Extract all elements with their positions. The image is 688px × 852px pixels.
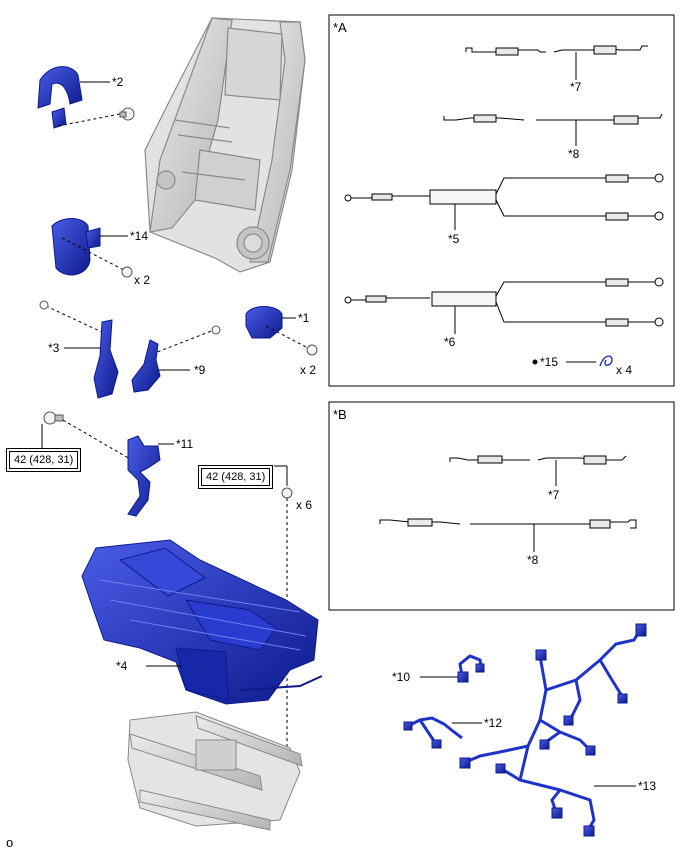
callout-8a: *8	[568, 147, 580, 161]
part-14	[51, 218, 133, 278]
callout-5: *5	[448, 232, 460, 246]
callout-10: *10	[392, 670, 411, 684]
figure-id: o	[6, 835, 14, 850]
qty-15: x 4	[616, 363, 633, 377]
panel-b-frame	[328, 401, 675, 611]
seatback-frame	[144, 17, 306, 273]
callout-13: *13	[638, 779, 657, 793]
cable-7b	[449, 455, 627, 486]
torque-spec-left-text: 42 (428, 31)	[9, 451, 79, 469]
cable-5	[344, 173, 664, 230]
part-10-harness	[420, 654, 485, 683]
part-11	[127, 435, 174, 517]
callout-3: *3	[48, 341, 60, 355]
cable-6	[344, 277, 664, 334]
cable-8a	[443, 113, 663, 146]
clip-15	[532, 355, 613, 367]
cable-7a	[465, 45, 648, 80]
callout-14: *14	[130, 229, 149, 243]
part-2	[37, 66, 110, 129]
panel-b-title: *B	[333, 407, 347, 422]
callout-12: *12	[484, 716, 503, 730]
callout-2: *2	[112, 75, 124, 89]
callout-8b: *8	[527, 553, 539, 567]
qty-14: x 2	[134, 273, 151, 287]
part-9	[131, 325, 221, 393]
part-1	[245, 306, 318, 356]
seat-rails	[127, 711, 303, 831]
screw-2	[57, 107, 135, 127]
callout-11: *11	[176, 437, 194, 451]
part-12-harness	[403, 716, 482, 749]
qty-bolts: x 6	[296, 498, 313, 512]
callout-7b: *7	[548, 488, 560, 502]
part-3	[39, 300, 119, 399]
bolt-11	[41, 411, 143, 467]
cable-8b	[379, 518, 637, 552]
torque-spec-left: 42 (428, 31)	[6, 448, 82, 472]
part-13-harness	[459, 623, 647, 837]
panel-a-frame	[328, 14, 675, 387]
callout-7a: *7	[570, 80, 582, 94]
callout-15: *15	[540, 355, 559, 369]
panel-a-title: *A	[333, 20, 347, 35]
callout-4: *4	[116, 659, 128, 673]
torque-spec-right-text: 42 (428, 31)	[201, 468, 271, 486]
qty-1: x 2	[300, 363, 317, 377]
callout-6: *6	[444, 335, 456, 349]
callout-1: *1	[298, 311, 310, 325]
callout-9: *9	[194, 363, 206, 377]
torque-spec-right: 42 (428, 31)	[198, 465, 274, 489]
part-4-seat-frame	[81, 539, 323, 705]
